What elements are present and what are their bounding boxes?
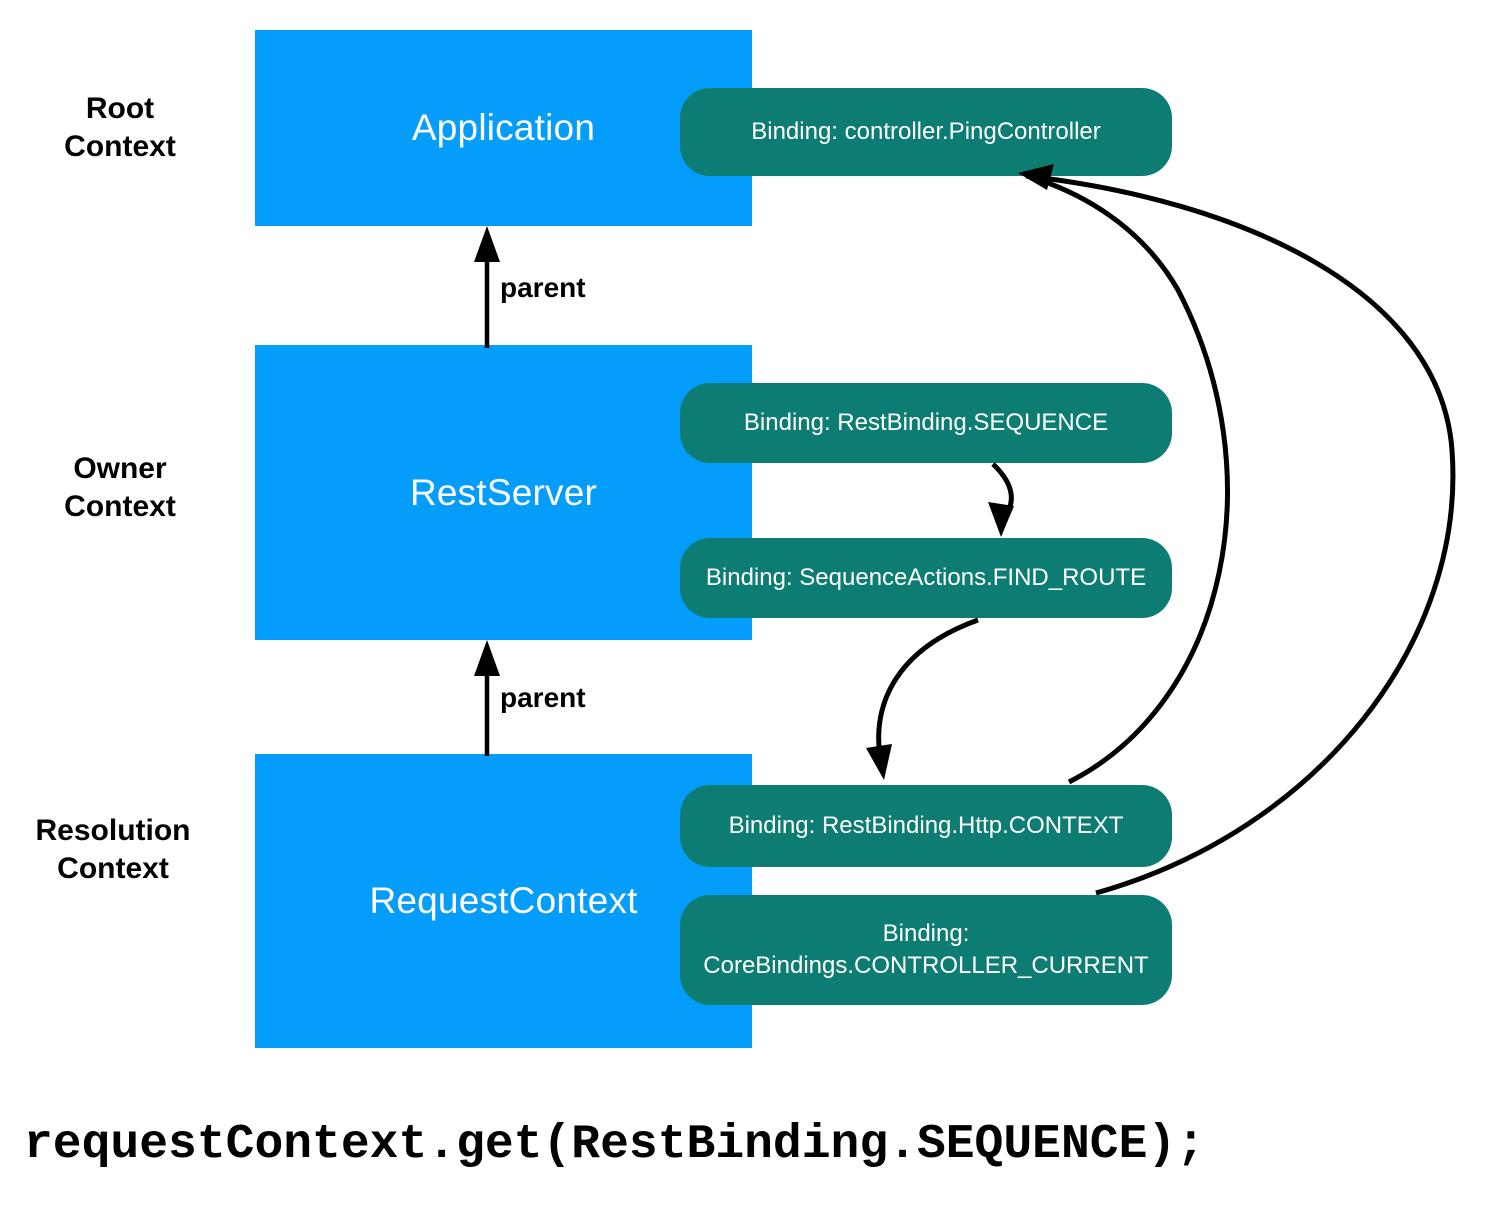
binding-box-rest-sequence[interactable]: Binding: RestBinding.SEQUENCE <box>680 383 1172 463</box>
binding-label-ping-controller: Binding: controller.PingController <box>751 117 1101 145</box>
context-box-application[interactable]: Application <box>255 30 752 226</box>
arrow-parent-restserver-to-application <box>474 226 500 348</box>
edge-label-parent-lower: parent <box>500 682 586 713</box>
context-label-root: Root Context <box>64 92 176 163</box>
context-label-resolution: Resolution Context <box>35 814 191 885</box>
context-box-restserver[interactable]: RestServer <box>255 345 752 640</box>
binding-box-http-context[interactable]: Binding: RestBinding.Http.CONTEXT <box>680 785 1172 867</box>
context-label-owner: Owner Context <box>64 452 176 523</box>
context-box-application-title: Application <box>411 107 596 148</box>
binding-label-http-context: Binding: RestBinding.Http.CONTEXT <box>728 811 1124 839</box>
context-box-restserver-title: RestServer <box>409 471 598 513</box>
arrow-find-route-to-http-context <box>866 617 979 780</box>
binding-label-find-route: Binding: SequenceActions.FIND_ROUTE <box>705 563 1147 591</box>
code-caption: requestContext.get(RestBinding.SEQUENCE)… <box>24 1118 1205 1172</box>
binding-label-controller-current: Binding: CoreBindings.CONTROLLER_CURRENT <box>703 919 1149 979</box>
binding-box-find-route[interactable]: Binding: SequenceActions.FIND_ROUTE <box>680 538 1172 618</box>
arrow-http-context-to-ping-controller <box>1018 164 1230 785</box>
context-box-requestcontext-title: RequestContext <box>369 880 638 921</box>
edge-label-parent-upper: parent <box>500 272 586 303</box>
binding-box-ping-controller[interactable]: Binding: controller.PingController <box>680 88 1172 176</box>
arrow-parent-requestcontext-to-restserver <box>474 640 500 756</box>
context-box-requestcontext[interactable]: RequestContext <box>255 754 752 1048</box>
arrow-sequence-to-find-route <box>988 462 1014 537</box>
binding-box-controller-current[interactable]: Binding: CoreBindings.CONTROLLER_CURRENT <box>680 895 1172 1005</box>
binding-label-rest-sequence: Binding: RestBinding.SEQUENCE <box>743 408 1109 436</box>
